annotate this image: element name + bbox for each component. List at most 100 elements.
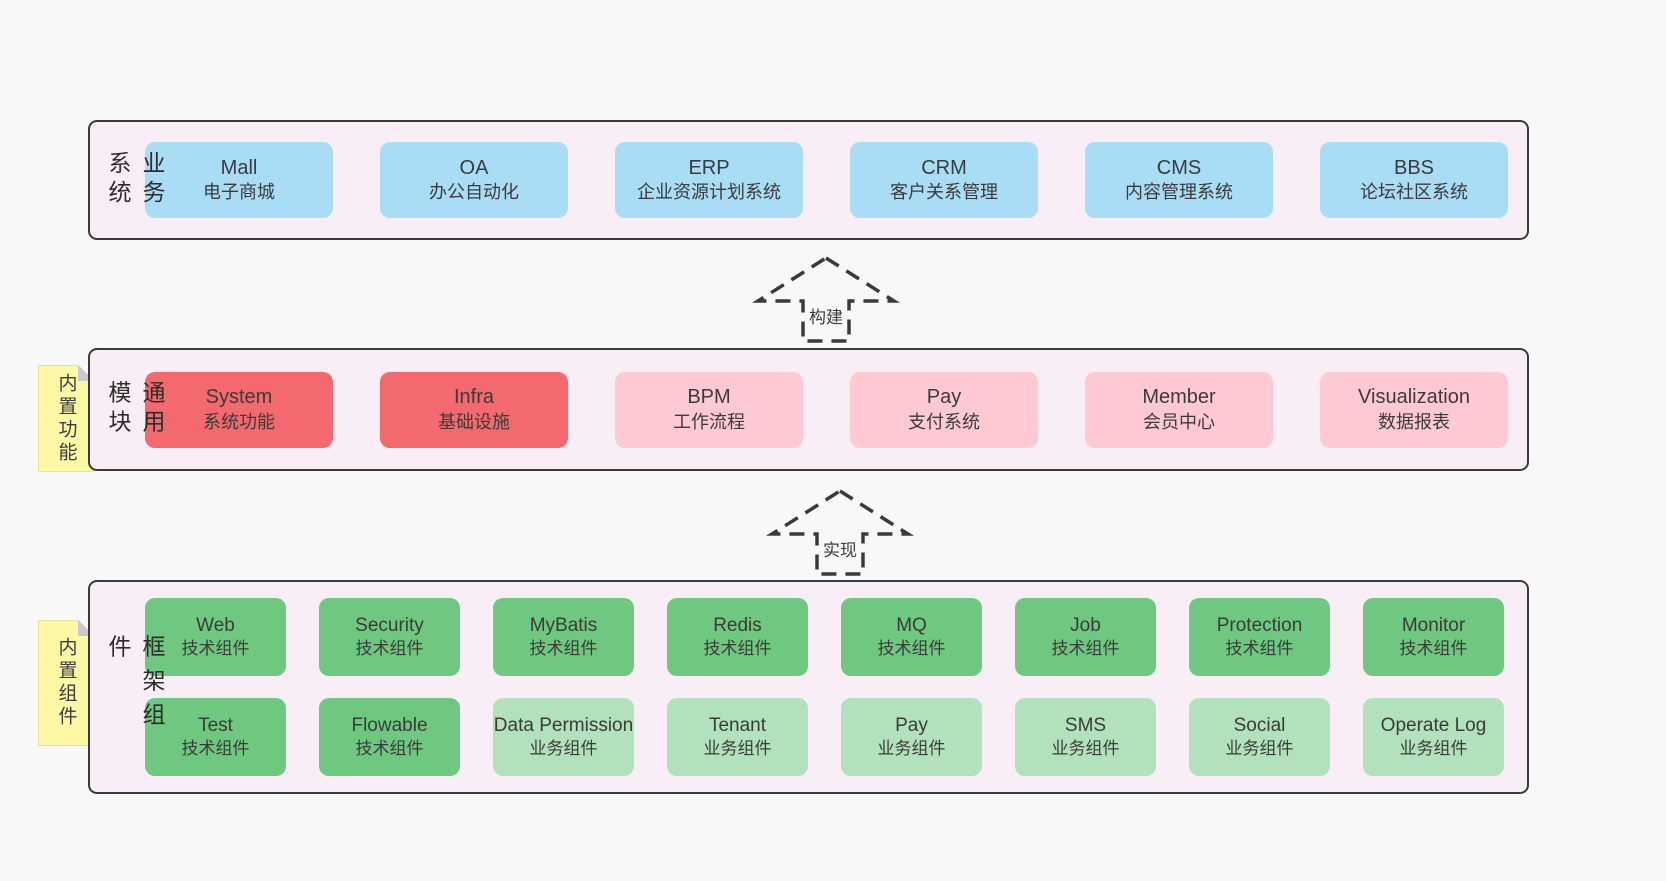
box-subtitle: 业务组件 (703, 739, 772, 759)
sticky-note-built-in-features: 内置功能 (38, 365, 94, 472)
sticky-note-text: 内置组件 (55, 637, 77, 729)
box-erp: ERP 企业资源计划系统 (615, 142, 803, 218)
box-title: Redis (713, 615, 762, 637)
box-subtitle: 技术组件 (355, 739, 424, 759)
box-bbs: BBS 论坛社区系统 (1320, 142, 1508, 218)
dashed-up-arrow-icon (751, 255, 901, 343)
box-title: BBS (1393, 156, 1435, 179)
box-title: Pay (926, 386, 962, 409)
box-subtitle: 技术组件 (1399, 639, 1468, 659)
box-subtitle: 技术组件 (181, 639, 250, 659)
box-title: Job (1070, 615, 1101, 637)
box-title: Infra (453, 386, 495, 409)
box-title: System (205, 386, 273, 409)
box-subtitle: 技术组件 (877, 639, 946, 659)
box-title: Flowable (351, 715, 428, 737)
box-title: BPM (687, 386, 731, 409)
section-business-systems: 业务系统 Mall 电子商城 OA 办公自动化 ERP 企业资源计划系统 CRM 客户关系管理… (88, 120, 1529, 240)
box-title: Monitor (1401, 615, 1466, 637)
box-subtitle: 技术组件 (1051, 639, 1120, 659)
box-subtitle: 电子商城 (203, 182, 275, 203)
section-label-business-systems: 业务系统 (105, 151, 165, 209)
box-title: Protection (1216, 615, 1303, 637)
box-subtitle: 业务组件 (529, 739, 598, 759)
box-subtitle: 技术组件 (529, 639, 598, 659)
box-cms: CMS 内容管理系统 (1085, 142, 1273, 218)
box-subtitle: 系统功能 (203, 411, 275, 432)
box-title: Pay (895, 715, 928, 737)
box-subtitle: 技术组件 (1225, 639, 1294, 659)
business-systems-boxes: Mall 电子商城 OA 办公自动化 ERP 企业资源计划系统 CRM 客户关系管理 CMS 内容… (90, 122, 1527, 238)
box-subtitle: 业务组件 (1225, 739, 1294, 759)
box-subtitle: 技术组件 (181, 739, 250, 759)
sticky-note-built-in-components: 内置组件 (38, 620, 94, 746)
box-subtitle: 业务组件 (877, 739, 946, 759)
build-arrow: 构建 (751, 253, 901, 345)
box-subtitle: 内容管理系统 (1125, 182, 1233, 203)
box-oa: OA 办公自动化 (380, 142, 568, 218)
box-title: MyBatis (529, 615, 598, 637)
box-subtitle: 企业资源计划系统 (637, 182, 781, 203)
box-title: SMS (1064, 715, 1107, 737)
box-subtitle: 业务组件 (1399, 739, 1468, 759)
box-subtitle: 办公自动化 (429, 182, 519, 203)
box-title: Web (196, 615, 235, 637)
implement-arrow-label: 实现 (820, 535, 860, 562)
box-subtitle: 工作流程 (673, 411, 745, 432)
box-title: Social (1233, 715, 1286, 737)
box-title: Data Permission (493, 715, 634, 737)
build-arrow-label: 构建 (806, 302, 846, 329)
section-label-common-modules: 通用模块 (105, 379, 165, 438)
box-subtitle: 论坛社区系统 (1360, 182, 1468, 203)
box-title: Mall (220, 156, 258, 179)
section-label-framework-components: 框架组件 (105, 634, 165, 737)
box-title: CRM (921, 156, 967, 179)
box-title: ERP (688, 156, 730, 179)
box-title: CMS (1156, 156, 1202, 179)
implement-arrow: 实现 (765, 486, 915, 578)
box-subtitle: 技术组件 (355, 639, 424, 659)
box-title: Tenant (708, 715, 767, 737)
box-title: Security (355, 615, 424, 637)
box-title: Member (1142, 386, 1216, 409)
dashed-up-arrow-icon (765, 488, 915, 576)
box-subtitle: 会员中心 (1143, 411, 1215, 432)
box-subtitle: 客户关系管理 (890, 182, 998, 203)
box-title: Operate Log (1380, 715, 1487, 737)
box-subtitle: 技术组件 (703, 639, 772, 659)
box-subtitle: 支付系统 (908, 411, 980, 432)
box-title: OA (459, 156, 489, 179)
box-subtitle: 数据报表 (1378, 411, 1450, 432)
box-row: Mall 电子商城 OA 办公自动化 ERP 企业资源计划系统 CRM 客户关系管理 CMS 内容… (145, 142, 1527, 218)
box-title: MQ (896, 615, 927, 637)
